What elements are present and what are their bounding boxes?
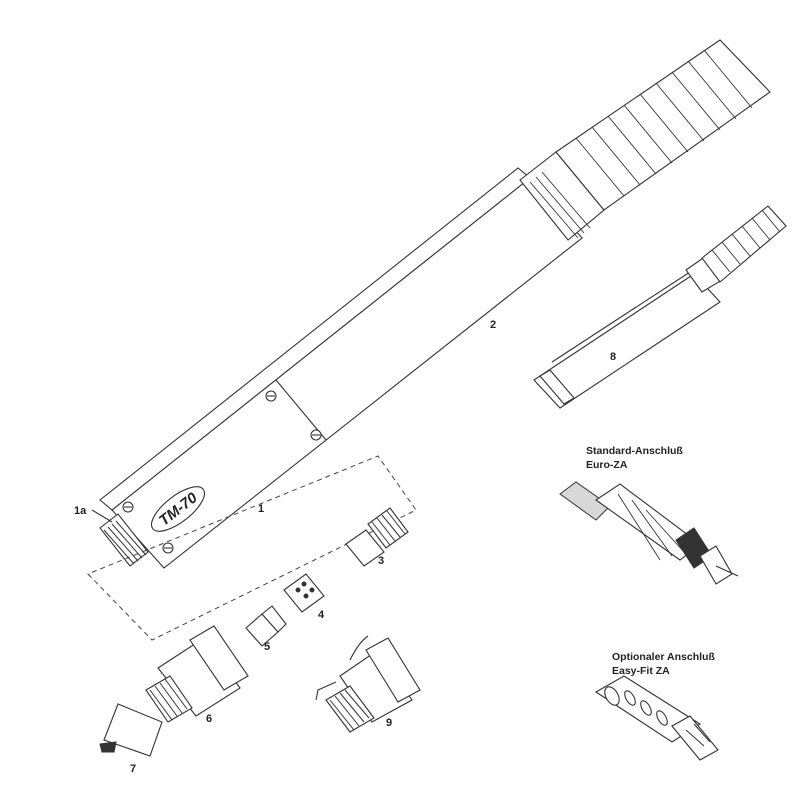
easy-fit-za-connector	[594, 675, 719, 761]
part-6-shield-cup	[145, 625, 249, 723]
part-8-remote-body	[533, 205, 787, 409]
part-label-1a: 1a	[74, 505, 87, 517]
part-label-4: 4	[318, 609, 325, 621]
standard-caption-line1: Standard-Anschluß	[586, 445, 683, 457]
part-3-electrode	[345, 507, 409, 567]
torch-body: TM-70	[99, 167, 583, 569]
part-1a-thread	[91, 509, 149, 567]
part-5-nozzle-tip	[245, 605, 287, 647]
rear-nut	[519, 151, 605, 241]
part-label-2: 2	[490, 319, 496, 331]
part-label-5: 5	[264, 641, 270, 653]
cable-sleeve	[555, 39, 771, 211]
part-label-7: 7	[130, 763, 136, 775]
part-9-adapter	[315, 635, 421, 733]
part-label-1: 1	[258, 503, 264, 515]
part-label-6: 6	[206, 713, 212, 725]
standard-caption-line2: Euro-ZA	[586, 459, 628, 471]
part-label-9: 9	[386, 717, 392, 729]
part-7-retaining-cap	[99, 703, 163, 757]
part-label-8: 8	[610, 351, 616, 363]
part-label-3: 3	[378, 555, 384, 567]
optional-caption-line1: Optionaler Anschluß	[612, 651, 715, 663]
euro-za-connector	[559, 481, 739, 585]
part-4-swirl-ring	[283, 573, 325, 613]
optional-caption-line2: Easy-Fit ZA	[612, 665, 670, 677]
